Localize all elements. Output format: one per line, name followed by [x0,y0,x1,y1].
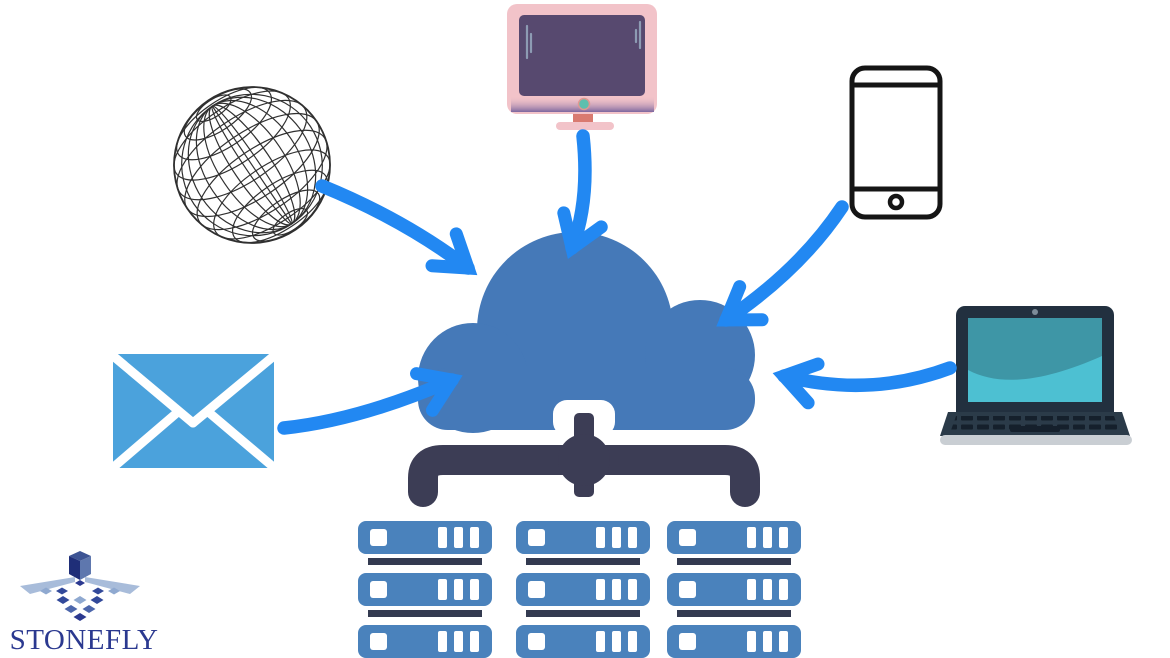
laptop-spacebar [1010,426,1060,432]
logo-diamond [73,596,87,604]
logo-diamond-lattice [40,580,120,621]
logo-diamond [56,596,70,604]
arrow-email-to-cloud [277,367,463,435]
laptop-camera-icon [1032,309,1038,315]
smartphone-icon [849,65,943,220]
server-rack [667,521,801,554]
server-rack [516,521,650,554]
rack-separator [677,558,791,565]
logo-wing-left [20,577,75,594]
envelope-flap-line [188,350,280,428]
globe-meridian [211,105,293,225]
arrow-monitor-to-cloud [557,129,608,259]
server-grid [358,521,801,658]
server-rack [516,625,650,658]
envelope-flap-line [107,350,198,428]
globe-parallel [173,90,291,181]
logo-cube-left [69,556,80,580]
logo-diamond [92,587,104,595]
globe-parallel [231,169,328,244]
monitor-screen [519,15,645,96]
cloud-icon [418,232,755,433]
pipe-valve-icon [408,413,760,507]
laptop-lid-bottom [956,400,1114,412]
globe-parallel [183,88,253,141]
server-separators [368,558,791,617]
rack-separator [368,610,482,617]
logo-diamond [90,596,104,604]
rack-separator [368,558,482,565]
arrow-phone-to-cloud [716,200,849,327]
logo-diamond [40,587,52,595]
laptop-base-bar [940,435,1132,445]
envelope-flap-edges [107,350,280,428]
envelope-icon [107,350,280,470]
rack-separator [526,558,640,565]
globe-icon [173,86,331,244]
server-rack [358,573,492,606]
logo-diamond [56,587,68,595]
laptop-icon [940,306,1132,445]
globe-parallel [272,207,309,236]
globe-parallel [196,129,328,231]
globe-parallel [176,86,273,161]
monitor-power-button [577,97,591,111]
phone-body [849,65,943,220]
globe-parallel [176,99,308,201]
server-rack [516,573,650,606]
monitor-screen-streaks [525,20,642,60]
logo-diamond [73,613,87,621]
laptop-keyboard [950,416,1120,433]
logo-diamond [75,580,85,586]
logo-diamond [64,605,78,613]
cloud-base [418,368,755,430]
arrow-laptop-to-cloud [772,357,957,410]
server-rack [358,625,492,658]
rack-separator [526,610,640,617]
rack-separator [677,610,791,617]
logo-diamond [82,605,96,613]
envelope-flap [111,354,276,423]
flow-arrows [277,129,957,435]
phone-home-button [887,193,905,211]
pipe-valve-hub [558,434,610,486]
monitor-stand-base [556,122,614,130]
server-rack [358,521,492,554]
server-rack [667,573,801,606]
logo-cube-right [80,556,91,580]
stonefly-logo: STONEFLY [10,551,159,656]
server-rack [667,625,801,658]
logo-diamond [108,587,120,595]
globe-parallel [213,149,331,240]
laptop-screen-glow [968,356,1102,402]
globe-meridian [181,93,323,237]
logo-wing-right [85,577,140,594]
globe-parallel [184,112,320,218]
stonefly-wordmark: STONEFLY [10,624,159,656]
arrow-globe-to-cloud [315,179,478,276]
desktop-monitor-icon [507,4,657,130]
